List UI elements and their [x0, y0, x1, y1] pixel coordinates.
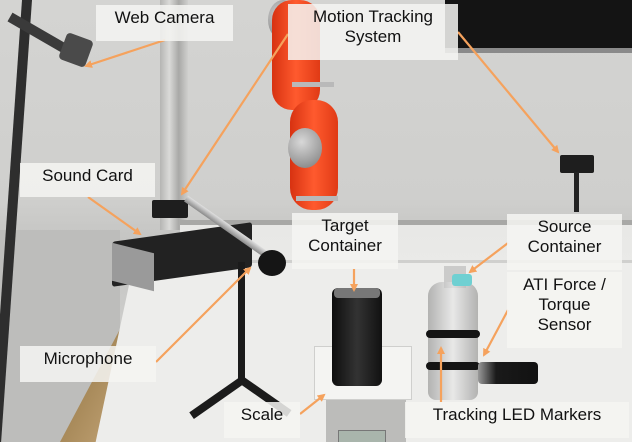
bottle-holder-ring	[426, 330, 480, 338]
motion-tracking-camera	[560, 155, 594, 173]
label-ati-force-torque-sensor: ATI Force / Torque Sensor	[507, 272, 622, 348]
monitor-edge	[445, 48, 632, 53]
label-sound-card: Sound Card	[20, 163, 155, 197]
label-web-camera: Web Camera	[96, 5, 233, 41]
bottle-cap	[452, 274, 472, 286]
mic-windscreen	[258, 250, 286, 276]
webcam-device	[58, 32, 94, 68]
robot-band	[296, 196, 338, 201]
label-scale: Scale	[224, 402, 300, 438]
arrow-web-camera	[84, 38, 166, 68]
label-motion-tracking-system: Motion Tracking System	[288, 4, 458, 60]
robot-joint	[288, 128, 322, 168]
bottle-holder-ring	[426, 362, 480, 370]
force-torque-sensor	[478, 362, 538, 384]
label-microphone: Microphone	[20, 346, 156, 382]
label-tracking-led-markers: Tracking LED Markers	[405, 402, 629, 438]
scale-display	[338, 430, 386, 442]
target-jar	[332, 288, 382, 386]
motion-tracking-camera-left	[152, 200, 188, 218]
mic-stand	[238, 262, 245, 382]
source-bottle	[428, 282, 478, 400]
tracker-stand	[574, 172, 579, 212]
label-target-container: Target Container	[292, 213, 398, 269]
label-source-container: Source Container	[507, 214, 622, 270]
robot-band	[292, 82, 334, 87]
monitor	[445, 0, 632, 50]
arrow-sound-card	[87, 196, 142, 236]
jar-rim	[334, 288, 380, 298]
